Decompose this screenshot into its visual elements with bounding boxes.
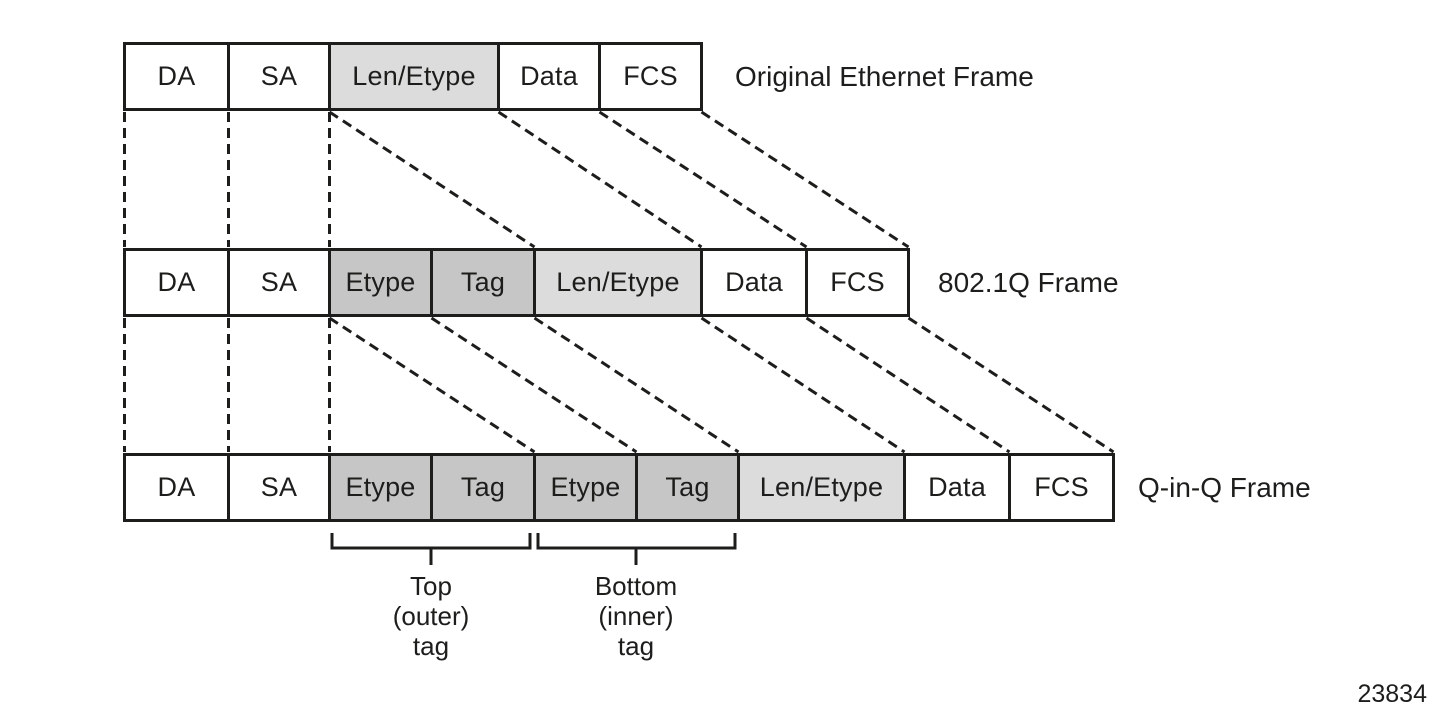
inner-tag-label: Bottom (inner) tag bbox=[536, 571, 736, 661]
field-data: Data bbox=[903, 453, 1011, 522]
frame-name-original: Original Ethernet Frame bbox=[735, 60, 1034, 92]
inner-tag-label-line3: tag bbox=[617, 631, 655, 661]
outer-tag-bracket bbox=[330, 533, 532, 565]
figure-number: 23834 bbox=[1357, 680, 1427, 708]
inner-tag-label-line2: (inner) bbox=[598, 601, 674, 631]
connector-lines-gap2 bbox=[123, 316, 1115, 454]
frame-name-8021q: 802.1Q Frame bbox=[938, 266, 1119, 298]
field-len-etype: Len/Etype bbox=[737, 453, 906, 522]
field-data: Data bbox=[700, 248, 808, 317]
field-da: DA bbox=[123, 248, 230, 317]
field-sa: SA bbox=[227, 248, 331, 317]
field-da: DA bbox=[123, 453, 230, 522]
field-etype-outer: Etype bbox=[328, 453, 433, 522]
field-fcs: FCS bbox=[1008, 453, 1115, 522]
field-etype: Etype bbox=[328, 248, 433, 317]
field-len-etype: Len/Etype bbox=[328, 42, 500, 111]
field-data: Data bbox=[497, 42, 601, 111]
field-fcs: FCS bbox=[598, 42, 703, 111]
field-tag-inner: Tag bbox=[635, 453, 740, 522]
frame-name-qinq: Q-in-Q Frame bbox=[1138, 471, 1311, 503]
field-fcs: FCS bbox=[805, 248, 910, 317]
field-sa: SA bbox=[227, 42, 331, 111]
outer-tag-label-line1: Top bbox=[410, 571, 452, 601]
inner-tag-label-line1: Bottom bbox=[594, 571, 678, 601]
field-sa: SA bbox=[227, 453, 331, 522]
field-tag: Tag bbox=[430, 248, 536, 317]
connector-lines-gap1 bbox=[123, 110, 910, 249]
field-etype-inner: Etype bbox=[533, 453, 638, 522]
outer-tag-label-line2: (outer) bbox=[392, 601, 470, 631]
field-tag-outer: Tag bbox=[430, 453, 536, 522]
outer-tag-label: Top (outer) tag bbox=[331, 571, 531, 661]
field-len-etype: Len/Etype bbox=[533, 248, 703, 317]
field-da: DA bbox=[123, 42, 230, 111]
inner-tag-bracket bbox=[536, 533, 737, 565]
outer-tag-label-line3: tag bbox=[412, 631, 450, 661]
